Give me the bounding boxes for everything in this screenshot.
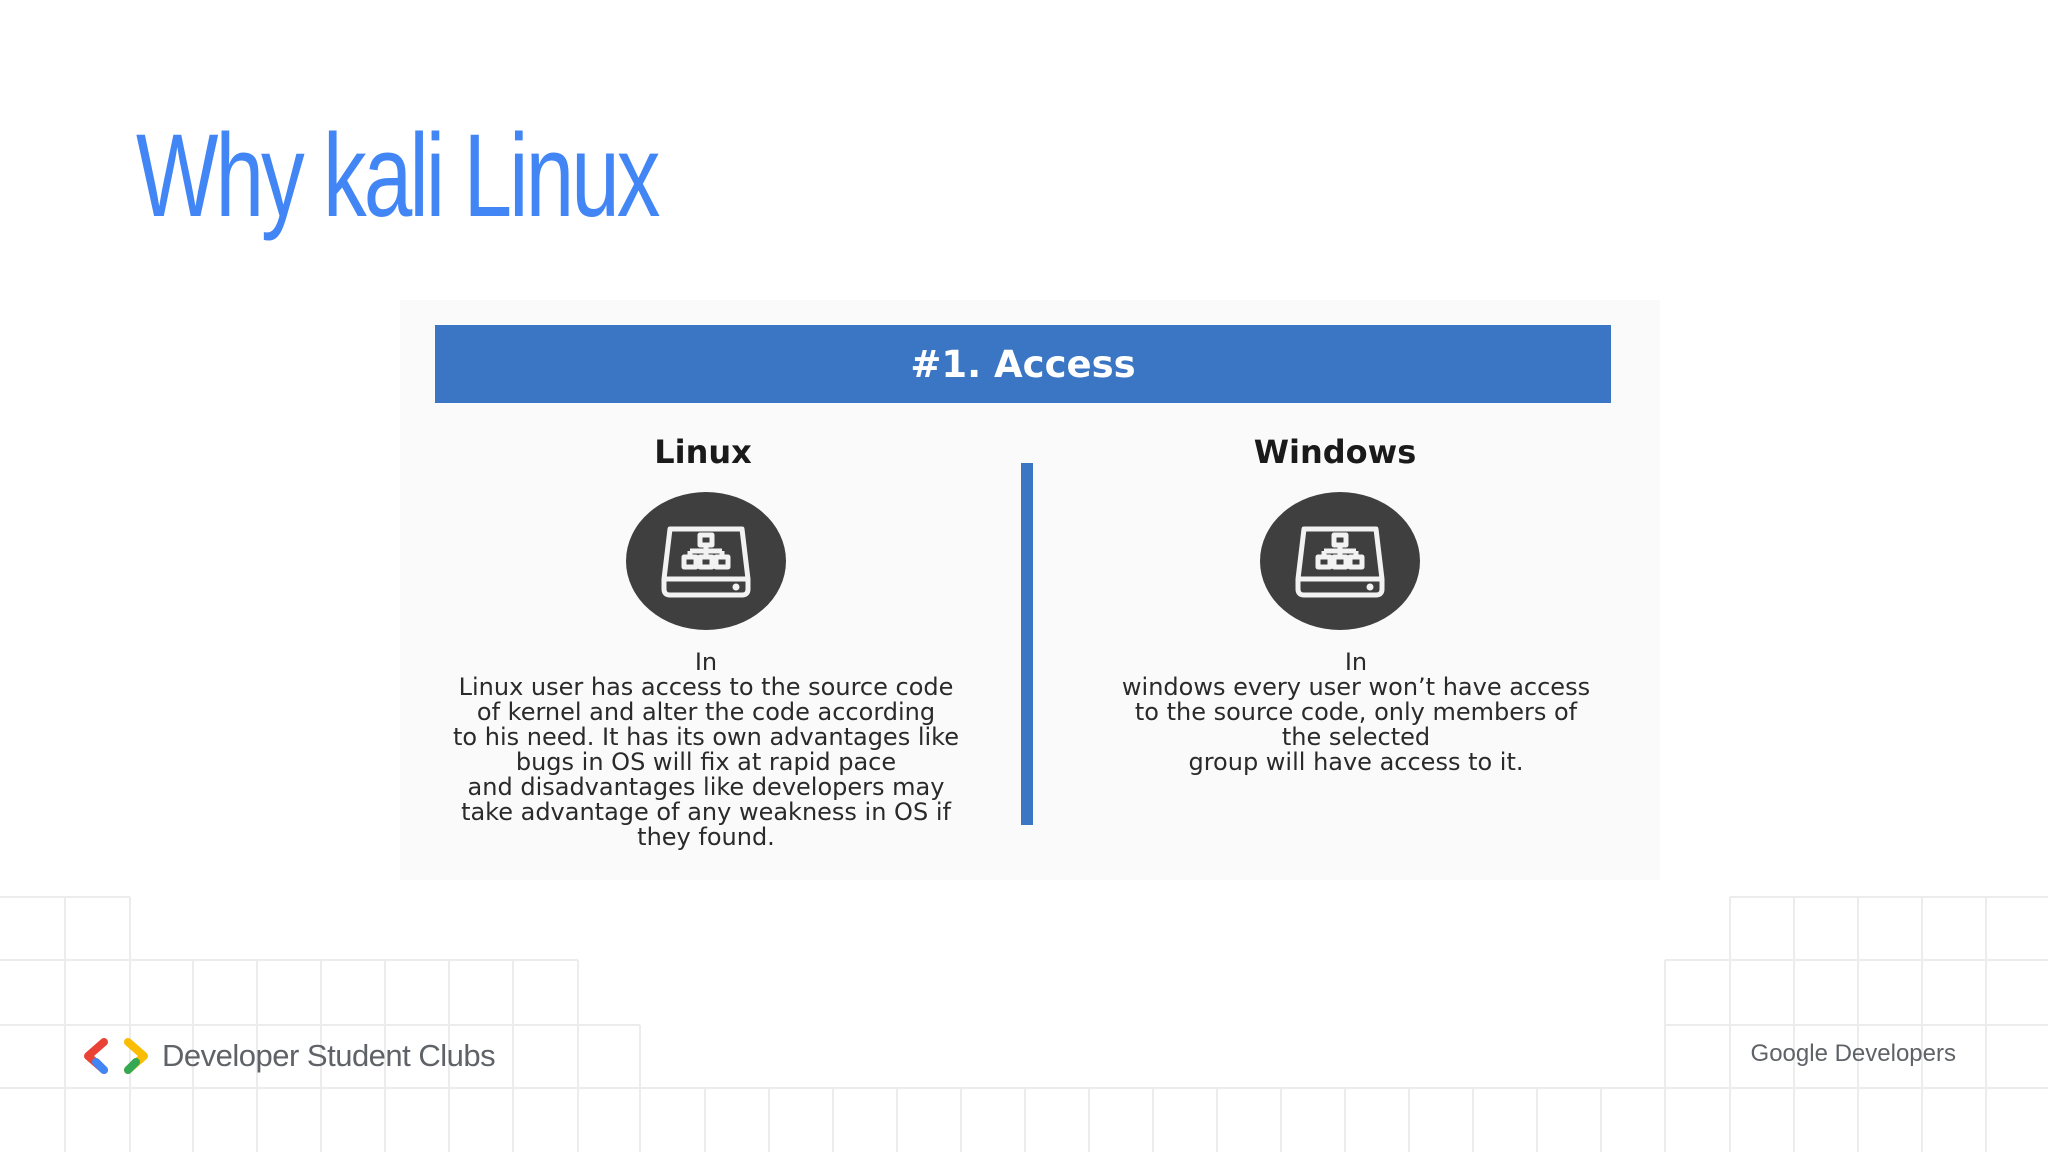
figure-banner: #1. Access xyxy=(435,325,1611,403)
dsc-logo-icon xyxy=(84,1038,148,1074)
dsc-brand: Developer Student Clubs xyxy=(84,1036,496,1076)
linux-heading: Linux xyxy=(654,433,752,471)
server-drive-icon-glyph xyxy=(1295,526,1385,598)
windows-column: Windows xyxy=(1056,430,1656,775)
server-drive-icon xyxy=(626,492,786,630)
windows-heading: Windows xyxy=(1253,433,1417,471)
server-drive-icon xyxy=(1260,492,1420,630)
linux-description: In Linux user has access to the source c… xyxy=(453,648,959,851)
column-divider xyxy=(1021,463,1033,825)
linux-column: Linux xyxy=(406,430,1006,850)
server-drive-icon-glyph xyxy=(661,526,751,598)
google-developers-brand: Google Developers xyxy=(1751,1040,1956,1068)
google-wordmark: Google xyxy=(1750,1040,1828,1067)
slide-title: Why kali Linux xyxy=(136,110,660,242)
comparison-figure: #1. Access Linux xyxy=(400,300,1660,880)
developers-label: Developers xyxy=(1834,1040,1956,1067)
windows-description: In windows every user won’t have access … xyxy=(1121,648,1591,776)
dsc-label: Developer Student Clubs xyxy=(162,1038,496,1073)
